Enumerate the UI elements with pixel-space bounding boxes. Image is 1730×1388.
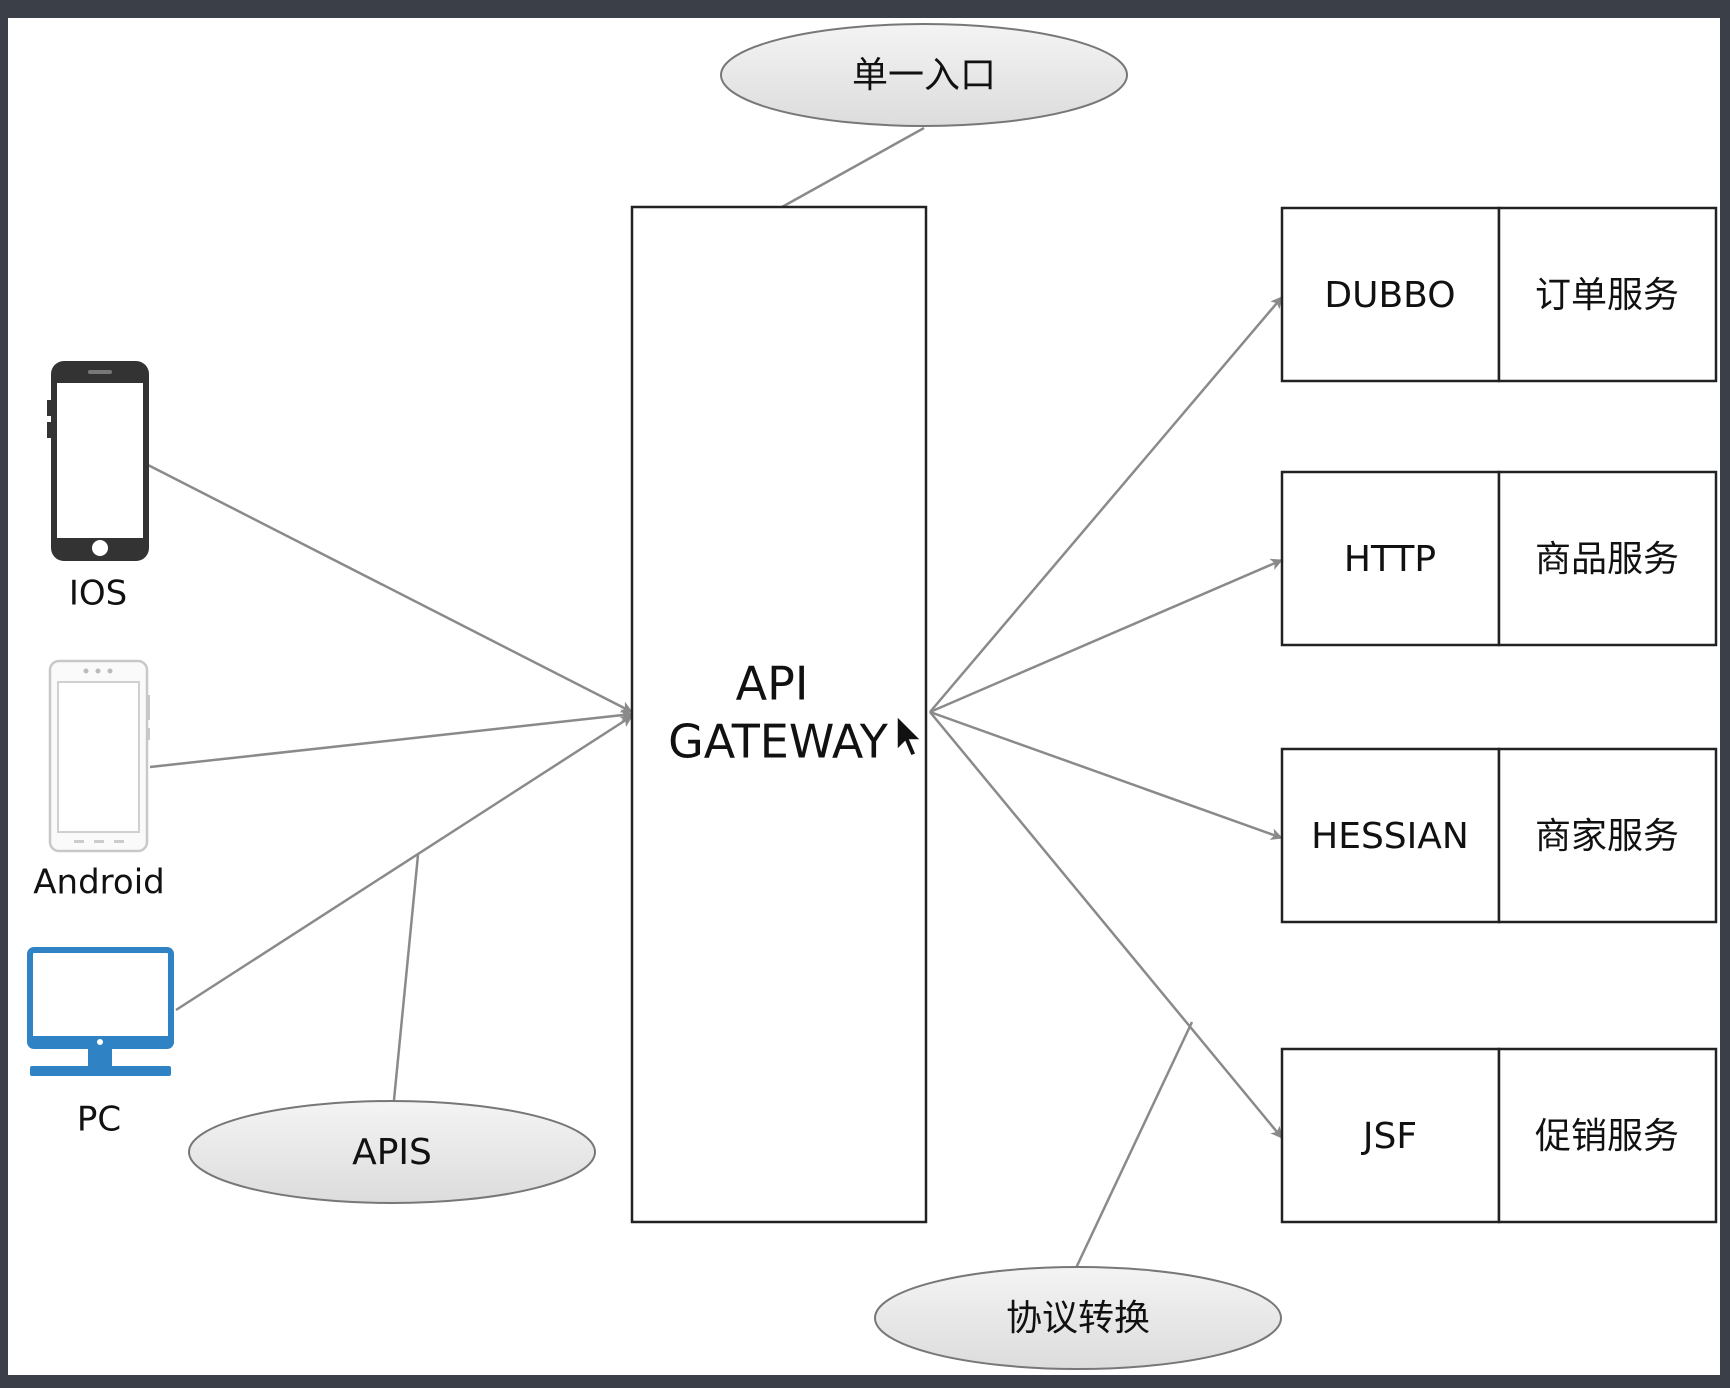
single-entry-ellipse [720, 23, 1128, 127]
service-box-order [1497, 206, 1718, 383]
protocol-label-hessian: HESSIAN [1311, 816, 1469, 857]
client-ios: IOS [47, 361, 149, 614]
service-connectors [781, 126, 1283, 1269]
protocol-label-dubbo: DUBBO [1324, 275, 1455, 316]
client-connectors [147, 463, 633, 1101]
apis-callout: APIS [188, 1100, 596, 1204]
protocol-conversion-ellipse [874, 1266, 1282, 1370]
client-android: Android [33, 659, 165, 903]
single-entry-label: 单一入口 [852, 55, 996, 96]
single-entry-callout-line [781, 126, 925, 209]
gateway-to-jsf-arrow [929, 711, 1283, 1139]
protocol-conversion-label: 协议转换 [1006, 1298, 1150, 1339]
protocol-conversion-callout-line [1074, 1021, 1194, 1269]
gateway-to-http-arrow [929, 558, 1283, 714]
android-label: Android [33, 863, 164, 903]
service-row-hessian: HESSIAN 商家服务 [1280, 747, 1718, 924]
service-box-promotion [1497, 1047, 1718, 1224]
protocol-label-jsf: JSF [1361, 1116, 1417, 1157]
ios-to-gateway-arrow [147, 463, 633, 714]
ios-label: IOS [69, 574, 127, 614]
apis-ellipse [188, 1100, 596, 1204]
pc-to-gateway-arrow [175, 714, 633, 1012]
single-entry-callout: 单一入口 [720, 23, 1128, 127]
protocol-box-hessian [1280, 747, 1501, 924]
service-label-promotion: 促销服务 [1535, 1116, 1679, 1157]
service-box-merchant [1497, 747, 1718, 924]
protocol-conversion-callout: 协议转换 [874, 1266, 1282, 1370]
service-row-http: HTTP 商品服务 [1280, 470, 1718, 647]
pc-label: PC [77, 1100, 121, 1140]
mouse-cursor-icon [896, 714, 923, 757]
gateway-to-hessian-arrow [929, 710, 1283, 840]
service-box-product [1497, 470, 1718, 647]
protocol-label-http: HTTP [1344, 539, 1436, 580]
iphone-icon [47, 361, 149, 561]
service-label-merchant: 商家服务 [1535, 816, 1679, 857]
api-gateway-box [630, 205, 928, 1224]
android-to-gateway-arrow [149, 709, 633, 769]
gateway-to-dubbo-arrow [929, 296, 1283, 713]
client-pc: PC [27, 947, 174, 1140]
service-label-order: 订单服务 [1535, 275, 1679, 316]
service-label-product: 商品服务 [1535, 539, 1679, 580]
service-row-jsf: JSF 促销服务 [1280, 1047, 1718, 1224]
android-phone-icon [48, 659, 150, 853]
apis-label: APIS [352, 1132, 432, 1173]
service-row-dubbo: DUBBO 订单服务 [1280, 206, 1718, 383]
api-gateway-label-line1: API [736, 657, 809, 711]
protocol-box-dubbo [1280, 206, 1501, 383]
api-gateway-label-line2: GATEWAY [668, 715, 889, 769]
api-gateway: API GATEWAY [630, 205, 928, 1224]
desktop-monitor-icon [27, 947, 174, 1076]
protocol-box-jsf [1280, 1047, 1501, 1224]
protocol-box-http [1280, 470, 1501, 647]
apis-callout-line [392, 854, 420, 1101]
